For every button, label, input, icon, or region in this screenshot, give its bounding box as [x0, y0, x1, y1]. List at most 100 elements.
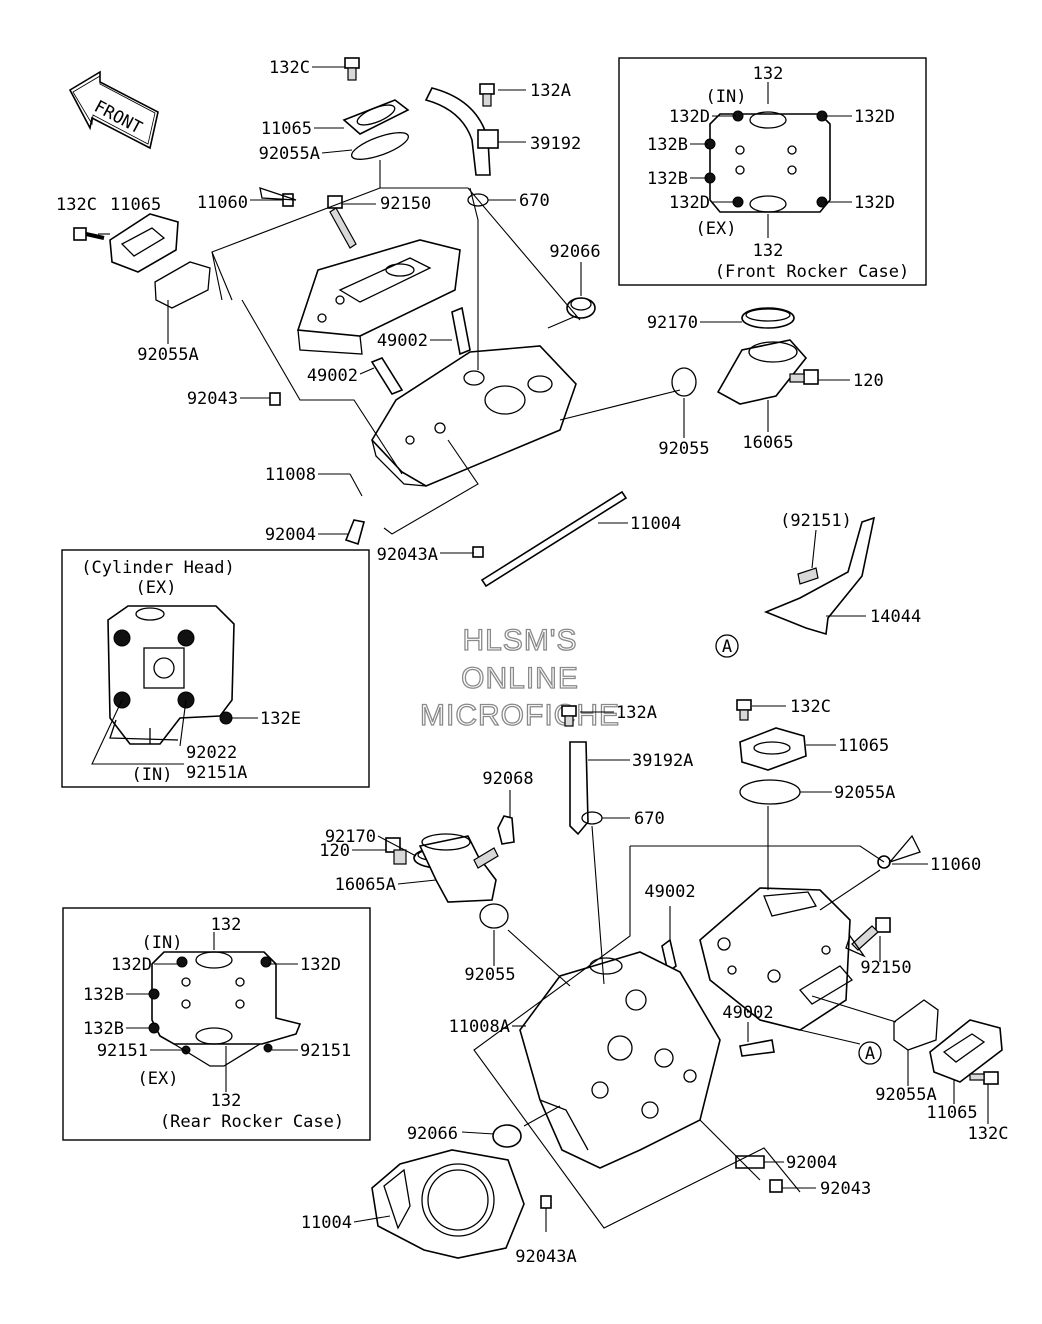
label-92068: 92068: [482, 769, 533, 789]
label-14044: 14044: [870, 607, 921, 627]
label-11065-left: 11065: [110, 195, 161, 215]
head-gasket-11004-bottom: [371, 1149, 525, 1259]
label-rear-132d-1: 132D: [111, 955, 152, 975]
label-11004-bot: 11004: [301, 1213, 352, 1233]
part-labels: 132C 11065 92055A 132A 39192 11060 92150…: [56, 58, 1008, 1267]
bolt-120-mid: [385, 837, 407, 865]
label-rear-132b-1: 132B: [83, 985, 124, 1005]
plug-92066-bottom: [492, 1124, 522, 1148]
dowel-92043-top: [269, 392, 281, 406]
watermark-line2: ONLINE: [461, 662, 579, 695]
rear-inset-ex-label: (EX): [138, 1069, 179, 1089]
stud-92004-bottom: [735, 1155, 765, 1169]
valve-49002-c: [661, 938, 677, 974]
label-front-132-bot: 132: [753, 241, 784, 261]
label-92004-bot: 92004: [786, 1153, 837, 1173]
front-arrow-icon: FRONT: [68, 70, 159, 150]
label-rear-132-top: 132: [211, 915, 242, 935]
label-11065-top: 11065: [261, 119, 312, 139]
valve-49002-d: [739, 1039, 775, 1057]
leader-lines: [91, 66, 989, 1232]
dowel-92043a-bottom: [540, 1195, 552, 1209]
rear-rocker-case-inset: [62, 907, 371, 1141]
cylinder-head-caption: (Cylinder Head): [81, 558, 235, 578]
o-ring-92055-mid: [479, 903, 509, 929]
cylinder-head-11008a: [519, 951, 721, 1169]
dowel-92043a-top: [472, 546, 484, 558]
bolt-132c-top: [344, 57, 360, 81]
label-rear-132b-2: 132B: [83, 1019, 124, 1039]
label-39192: 39192: [530, 134, 581, 154]
label-front-132d-1: 132D: [669, 107, 710, 127]
cap-92068: [497, 815, 515, 845]
label-rear-132-bot: 132: [211, 1091, 242, 1111]
bolt-132c-br: [969, 1071, 999, 1085]
gasket-92055a-left: [154, 261, 211, 309]
label-92022: 92022: [186, 743, 237, 763]
label-92043-bot: 92043: [820, 1179, 871, 1199]
watermark-line1: HLSM'S: [462, 624, 577, 657]
front-inset-ex-label: (EX): [696, 219, 737, 239]
label-132c-right: 132C: [790, 697, 831, 717]
bolt-92150-right: [851, 917, 891, 951]
label-132a-top: 132A: [530, 81, 571, 101]
rear-rocker-case: [699, 887, 853, 1031]
cylinder-head-inset: [61, 549, 370, 788]
pipe-39192: [424, 87, 499, 176]
cylinder-head-drawing: [107, 605, 235, 745]
label-92151a: 92151A: [186, 763, 247, 783]
label-11008a: 11008A: [449, 1017, 510, 1037]
label-11065-br: 11065: [926, 1103, 977, 1123]
label-120-mid: 120: [319, 841, 350, 861]
cover-11065-right: [739, 727, 807, 771]
watermark: HLSM'S ONLINE MICROFICHE: [419, 623, 619, 732]
cylinder-inset-ex-label: (EX): [136, 578, 177, 598]
label-92055a-right: 92055A: [834, 783, 895, 803]
label-132c-br: 132C: [968, 1124, 1009, 1144]
dowel-92043-bottom: [769, 1179, 783, 1193]
intake-16065a: [418, 833, 499, 903]
label-92004-top: 92004: [265, 525, 316, 545]
label-92043a-top: 92043A: [377, 545, 438, 565]
label-49002-c: 49002: [644, 882, 695, 902]
label-rear-92151-1: 92151: [97, 1041, 148, 1061]
label-11004-top: 11004: [630, 514, 681, 534]
rear-rocker-case-caption: (Rear Rocker Case): [160, 1112, 344, 1132]
cover-11065-top: [342, 99, 410, 135]
label-92170-top: 92170: [647, 313, 698, 333]
cylinder-head-11008: [371, 345, 577, 487]
front-rocker-case-drawing: [704, 110, 831, 213]
label-49002-b: 49002: [307, 366, 358, 386]
pipe-39192a: [569, 741, 589, 836]
label-92055a-top: 92055A: [259, 144, 320, 164]
label-132a-mid: 132A: [616, 703, 657, 723]
label-11065-right: 11065: [838, 736, 889, 756]
front-rocker-case-inset: [618, 57, 927, 286]
label-92055-top: 92055: [658, 439, 709, 459]
label-92150-right: 92150: [860, 958, 911, 978]
label-92066-top: 92066: [549, 242, 600, 262]
valve-49002-a: [451, 306, 471, 356]
intake-16065: [716, 339, 808, 405]
label-92066-bot: 92066: [407, 1124, 458, 1144]
cover-11065-br: [929, 1019, 1003, 1083]
front-inset-in-label: (IN): [706, 87, 747, 107]
clamp-92170-top: [741, 307, 795, 329]
label-670-mid: 670: [634, 809, 665, 829]
label-92151-paren: (92151): [780, 511, 852, 531]
label-11060-right: 11060: [930, 855, 981, 875]
ref-mark-a1: A: [715, 634, 739, 658]
label-670-top: 670: [519, 191, 550, 211]
o-ring-92055-top: [671, 367, 697, 397]
label-92055-mid: 92055: [464, 965, 515, 985]
bracket-14044: [763, 516, 876, 636]
label-front-132b-2: 132B: [647, 169, 688, 189]
label-92043-top: 92043: [187, 389, 238, 409]
svg-text:A: A: [722, 637, 732, 657]
label-132e: 132E: [260, 709, 301, 729]
label-front-132-top: 132: [753, 64, 784, 84]
gasket-92055a-top: [350, 132, 410, 160]
bolt-132a-top: [479, 83, 495, 107]
rear-inset-in-label: (IN): [142, 933, 183, 953]
